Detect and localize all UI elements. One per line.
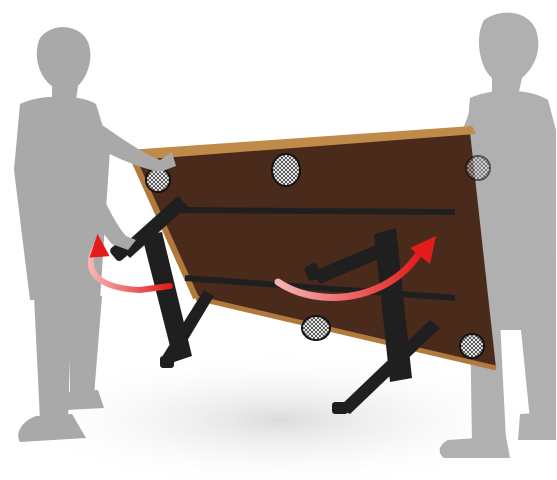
pocket-top-center — [272, 154, 300, 186]
pocket-top-left — [146, 168, 170, 192]
pocket-bottom-right — [460, 334, 484, 358]
pocket-bottom-center — [302, 316, 330, 340]
rail-top — [170, 210, 455, 212]
pocket-top-right — [466, 156, 490, 180]
